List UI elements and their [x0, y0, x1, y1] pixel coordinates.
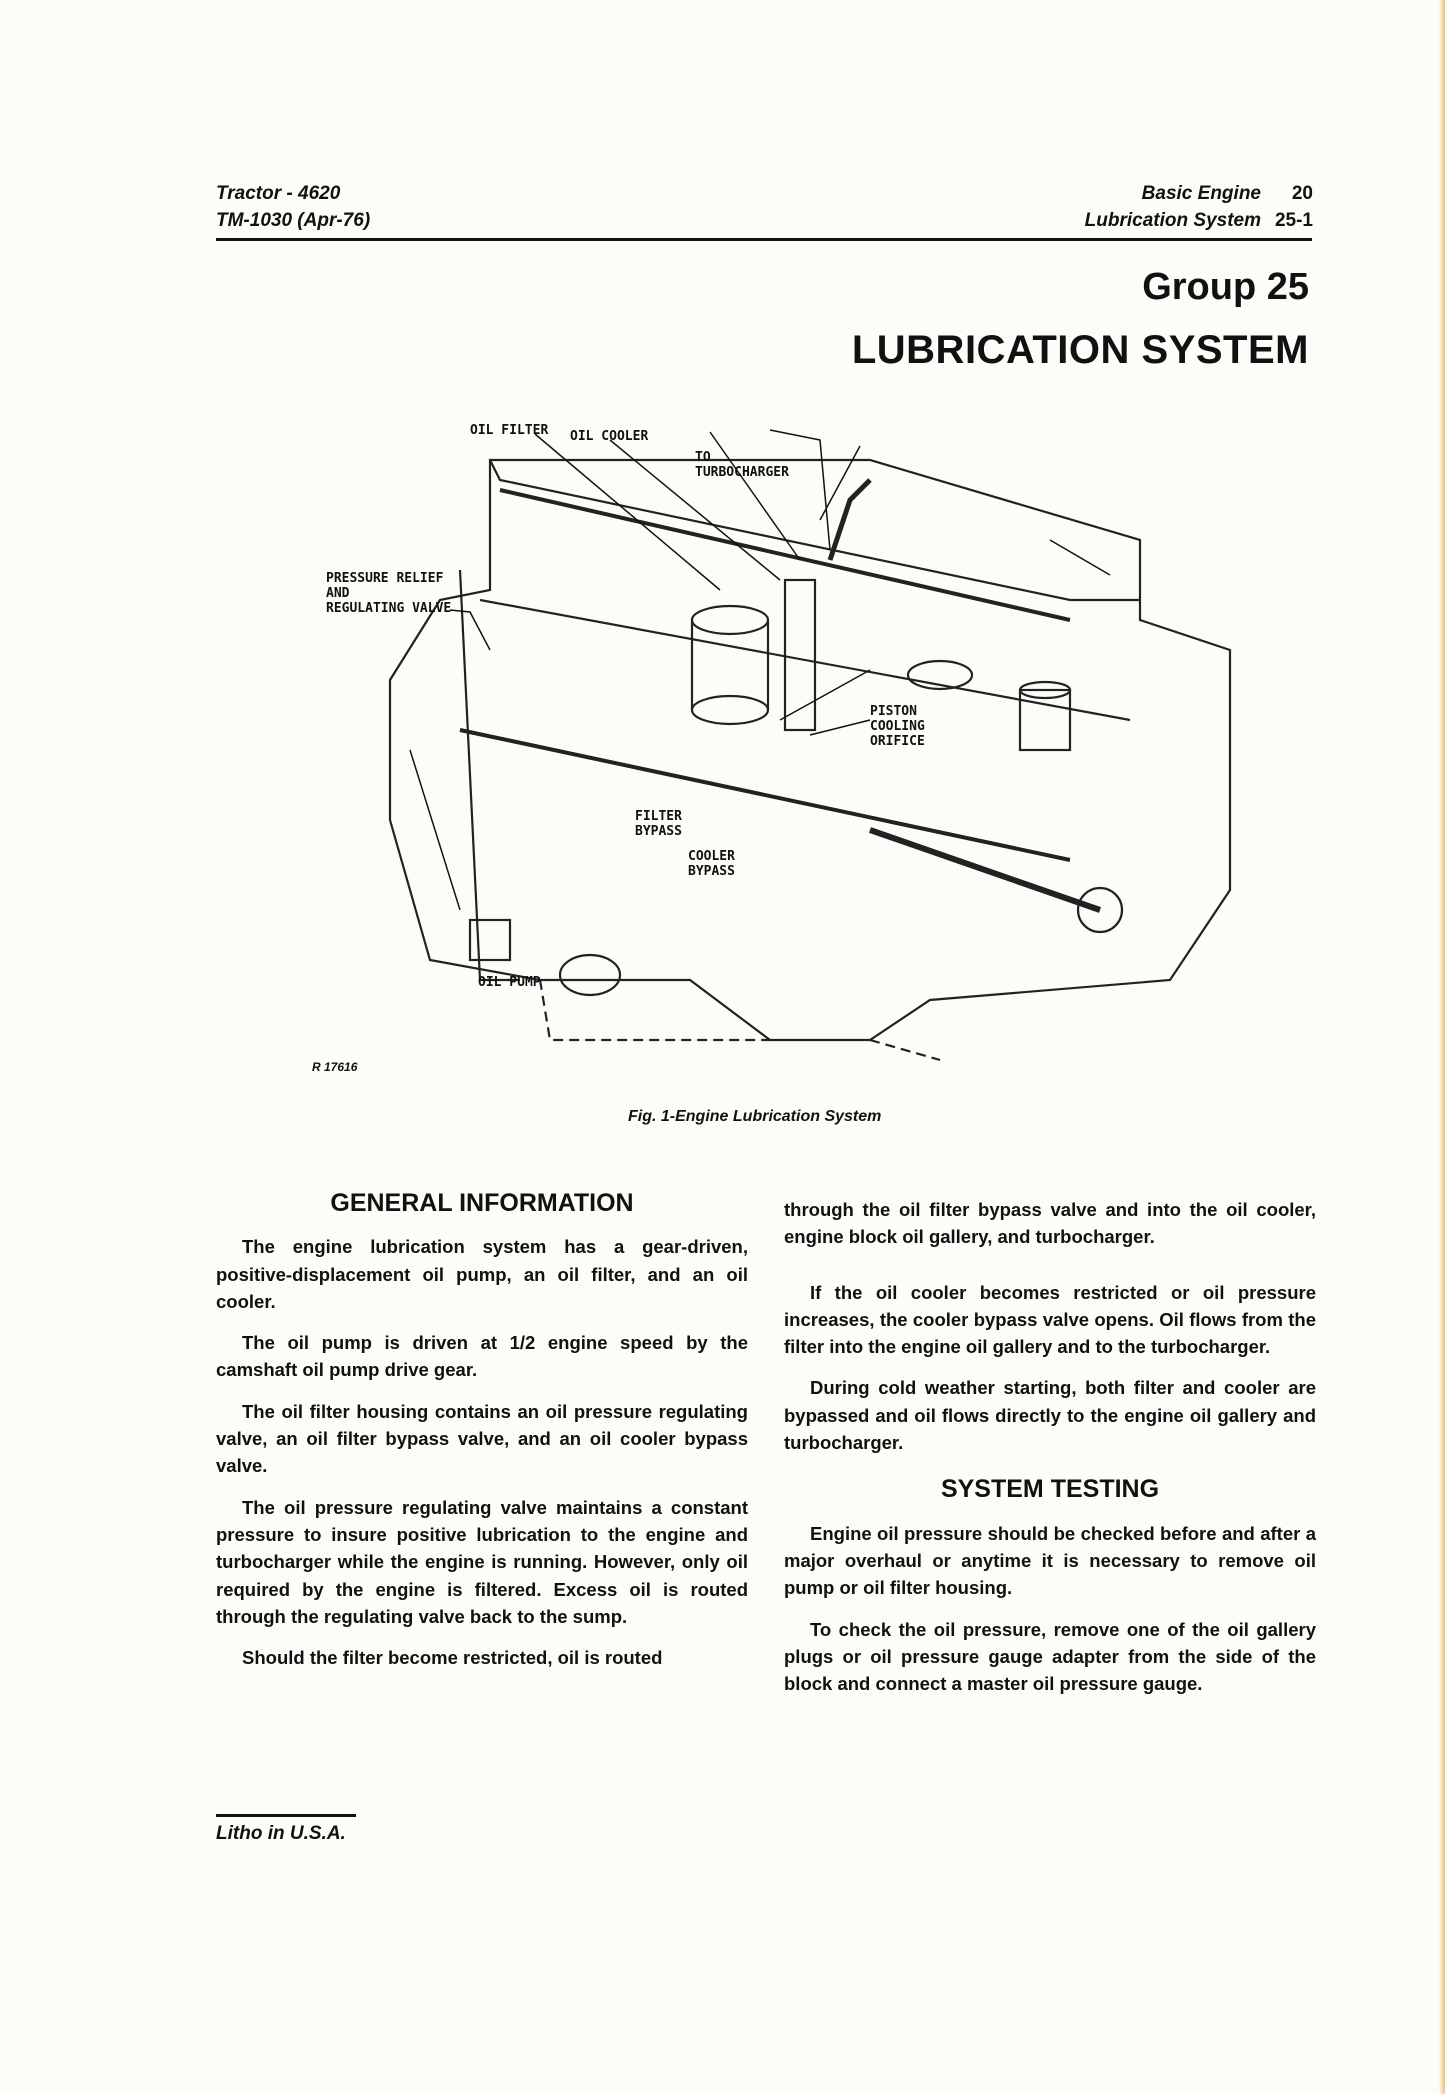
paragraph: The engine lubrication system has a gear… — [216, 1236, 748, 1312]
left-column: GENERAL INFORMATION The engine lubricati… — [216, 1189, 748, 1685]
label-oil-cooler: OIL COOLER — [570, 429, 648, 444]
header-right: Basic Engine 20 Lubrication System 25-1 — [1085, 180, 1313, 234]
crankshaft — [869, 827, 1101, 913]
label-regulating-valve: REGULATING VALVE — [326, 601, 451, 616]
oil-cooler — [783, 578, 817, 732]
oil-pan — [538, 979, 770, 1042]
engine-lubrication-diagram: OIL FILTER OIL COOLER TO TURBOCHARGER PR… — [326, 423, 1232, 1062]
piston — [1018, 688, 1072, 752]
paragraph: The oil pump is driven at 1/2 engine spe… — [216, 1332, 748, 1381]
oil-filter — [690, 604, 770, 636]
paragraph: If the oil cooler becomes restricted or … — [784, 1281, 1316, 1358]
label-oil-pump: OIL PUMP — [478, 975, 541, 990]
header-section-number: 20 — [1291, 183, 1313, 204]
paragraph: To check the oil pressure, remove one of… — [784, 1618, 1316, 1695]
block-deck — [479, 598, 1131, 722]
label-filter-bypass: BYPASS — [635, 824, 682, 839]
figure-code: R 17616 — [312, 1060, 358, 1074]
footer-litho: Litho in U.S.A. — [216, 1814, 356, 1845]
paragraph: The oil pressure regulating valve mainta… — [216, 1496, 748, 1627]
header-subsection: Lubrication System — [1084, 210, 1261, 231]
header-tractor: Tractor - 4620 — [216, 183, 341, 204]
oil-pump-tube — [458, 569, 520, 982]
label-cooler-bypass: BYPASS — [688, 864, 735, 879]
heading-system-testing: SYSTEM TESTING — [940, 1475, 1160, 1504]
label-cooler: COOLER — [688, 849, 735, 864]
paragraph: Engine oil pressure should be checked be… — [784, 1522, 1316, 1599]
figure-caption: Fig. 1-Engine Lubrication System — [628, 1108, 882, 1125]
header-section: Basic Engine — [1141, 183, 1261, 204]
header-page-number: 25-1 — [1274, 210, 1313, 231]
oil-gallery-line — [499, 488, 1071, 622]
label-oil-filter: OIL FILTER — [470, 423, 548, 438]
rocker-cover — [489, 459, 1140, 602]
paragraph-continued: through the oil filter bypass valve and … — [784, 1199, 1316, 1248]
group-heading: Group 25 — [1142, 266, 1309, 308]
label-filter: FILTER — [635, 809, 682, 824]
right-column: through the oil filter bypass valve and … — [784, 1196, 1316, 1711]
paragraph: Should the filter become restricted, oil… — [242, 1647, 663, 1669]
label-orifice: ORIFICE — [870, 734, 925, 749]
page-title: LUBRICATION SYSTEM — [851, 328, 1309, 372]
turbo-line — [827, 478, 872, 561]
label-cooling: COOLING — [870, 719, 925, 734]
header-rule — [216, 238, 1312, 241]
paragraph: During cold weather starting, both filte… — [784, 1377, 1316, 1454]
header-left: Tractor - 4620 TM-1030 (Apr-76) — [216, 180, 370, 234]
paragraph: The oil filter housing contains an oil p… — [216, 1400, 748, 1477]
sump-pickup — [558, 953, 622, 997]
label-pressure-relief: PRESSURE RELIEF — [326, 571, 444, 586]
oil-pump — [468, 918, 512, 962]
heading-general-information: GENERAL INFORMATION — [330, 1189, 634, 1217]
engine-block-outline — [388, 458, 1232, 1042]
header-manual: TM-1030 (Apr-76) — [216, 210, 371, 231]
lower-gallery — [459, 728, 1071, 862]
crank-gear — [1076, 886, 1124, 934]
label-piston: PISTON — [870, 704, 917, 719]
label-and: AND — [326, 586, 350, 601]
page-edge — [1439, 0, 1445, 2094]
label-turbocharger: TURBOCHARGER — [695, 465, 789, 480]
label-to: TO — [695, 450, 711, 465]
